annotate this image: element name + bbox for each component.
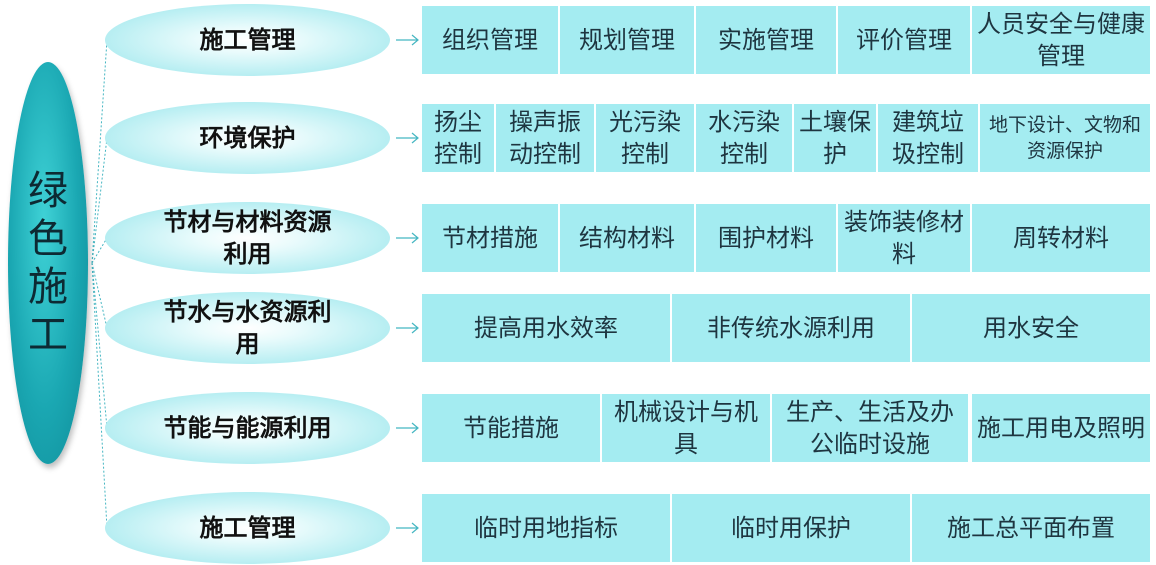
item-box: 施工用电及照明 <box>972 394 1150 462</box>
item-box: 围护材料 <box>696 204 836 272</box>
item-box: 地下设计、文物和资源保护 <box>980 104 1150 172</box>
item-box: 规划管理 <box>560 6 694 74</box>
item-box: 操声振动控制 <box>496 104 594 172</box>
branch-node: 节能与能源利用 <box>105 392 390 464</box>
branch-label: 施工管理 <box>199 514 296 542</box>
item-box: 结构材料 <box>560 204 694 272</box>
item-box: 节材措施 <box>422 204 558 272</box>
branch-label: 节能与能源利用 <box>163 414 332 442</box>
item-box: 施工总平面布置 <box>912 494 1150 562</box>
branch-label: 施工管理 <box>199 26 296 54</box>
arrow-icon <box>396 232 419 244</box>
item-box: 组织管理 <box>422 6 558 74</box>
item-box: 土壤保护 <box>794 104 876 172</box>
item-box: 用水安全 <box>912 294 1150 362</box>
item-box: 装饰装修材料 <box>838 204 970 272</box>
connector-line <box>91 262 108 529</box>
branch-node: 节水与水资源利用 <box>105 292 390 364</box>
connector-line <box>91 137 108 264</box>
item-box: 人员安全与健康管理 <box>972 6 1150 74</box>
arrow-icon <box>396 522 419 534</box>
item-box: 评价管理 <box>838 6 970 74</box>
arrow-icon <box>396 132 419 144</box>
item-box: 非传统水源利用 <box>672 294 910 362</box>
connector-line <box>91 39 108 264</box>
item-box: 实施管理 <box>696 6 836 74</box>
branch-node: 环境保护 <box>105 102 390 174</box>
item-box: 光污染控制 <box>596 104 694 172</box>
arrow-icon <box>396 322 419 334</box>
arrow-icon <box>396 34 419 46</box>
item-box: 临时用地指标 <box>422 494 670 562</box>
branch-node: 节材与材料资源利用 <box>105 202 390 274</box>
item-box: 水污染控制 <box>696 104 792 172</box>
connector-line <box>91 237 108 264</box>
branch-node: 施工管理 <box>105 492 390 564</box>
item-box: 节能措施 <box>422 394 600 462</box>
item-box: 生产、生活及办公临时设施 <box>772 394 968 462</box>
item-box: 建筑垃圾控制 <box>878 104 978 172</box>
item-box: 周转材料 <box>972 204 1150 272</box>
branch-label: 环境保护 <box>199 124 296 152</box>
item-box: 提高用水效率 <box>422 294 670 362</box>
root-label: 绿色施工 <box>28 168 68 358</box>
connector-line <box>91 262 108 329</box>
branch-label: 节水与水资源利用 <box>163 298 332 358</box>
item-box: 扬尘控制 <box>422 104 494 172</box>
arrow-icon <box>396 422 419 434</box>
branch-node: 施工管理 <box>105 4 390 76</box>
item-box: 机械设计与机具 <box>602 394 770 462</box>
branch-label: 节材与材料资源利用 <box>163 208 332 268</box>
item-box: 临时用保护 <box>672 494 910 562</box>
root-node: 绿色施工 <box>8 62 88 464</box>
